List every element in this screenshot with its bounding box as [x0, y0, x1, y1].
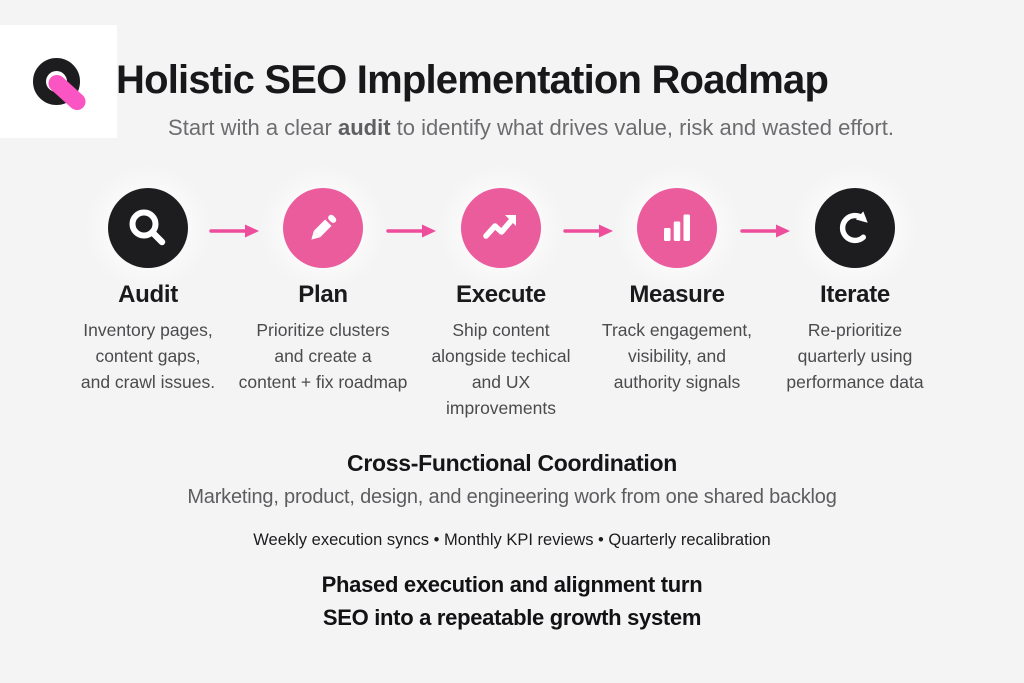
brand-logo	[0, 25, 117, 138]
coordination-cadence: Weekly execution syncs • Monthly KPI rev…	[253, 531, 771, 549]
step-description: Track engagement, visibility, and author…	[601, 320, 753, 392]
search-icon	[129, 209, 166, 246]
step-label: Plan	[298, 281, 348, 308]
step-label: Measure	[629, 281, 725, 308]
arrow-right-icon	[209, 224, 259, 238]
page-subtitle: Start with a clear audit to identify wha…	[116, 113, 946, 143]
subtitle-text-emphasis: audit	[337, 115, 391, 140]
bar-chart-icon	[664, 214, 690, 241]
audit-step-circle	[108, 188, 188, 268]
subtitle-text-suffix: to identify what drives value, risk and …	[390, 115, 894, 140]
measure-step-circle	[637, 188, 717, 268]
step-description: Ship content alongside techical and UX i…	[431, 320, 571, 418]
roadmap-step-audit: Audit Inventory pages, content gaps, and…	[46, 188, 250, 395]
arrow-right-icon	[740, 224, 790, 238]
step-description: Inventory pages, content gaps, and crawl…	[80, 320, 216, 392]
roadmap-step-plan: Plan Prioritize clusters and create a co…	[221, 188, 425, 395]
page-title: Holistic SEO Implementation Roadmap	[116, 58, 829, 102]
iterate-step-circle	[815, 188, 895, 268]
plan-step-circle	[283, 188, 363, 268]
step-label: Iterate	[820, 281, 890, 308]
subtitle-text-prefix: Start with a clear	[168, 115, 338, 140]
step-description: Re-prioritize quarterly using performanc…	[786, 320, 924, 392]
roadmap-step-execute: Execute Ship content alongside techical …	[399, 188, 603, 421]
refresh-icon	[839, 211, 868, 244]
footer-message: Phased execution and alignment turn SEO …	[321, 572, 703, 630]
arrow-right-icon	[563, 224, 613, 238]
step-label: Execute	[456, 281, 546, 308]
coordination-title: Cross-Functional Coordination	[347, 450, 677, 476]
roadmap-step-measure: Measure Track engagement, visibility, an…	[575, 188, 779, 395]
coordination-subtitle: Marketing, product, design, and engineer…	[187, 486, 837, 508]
arrow-right-icon	[386, 224, 436, 238]
trend-up-icon	[483, 215, 516, 239]
execute-step-circle	[461, 188, 541, 268]
step-description: Prioritize clusters and create a content…	[238, 320, 408, 392]
coordination-section: Cross-Functional Coordination Marketing,…	[0, 450, 1024, 550]
step-label: Audit	[118, 281, 178, 308]
roadmap-step-iterate: Iterate Re-prioritize quarterly using pe…	[753, 188, 957, 395]
pencil-icon	[311, 214, 337, 240]
